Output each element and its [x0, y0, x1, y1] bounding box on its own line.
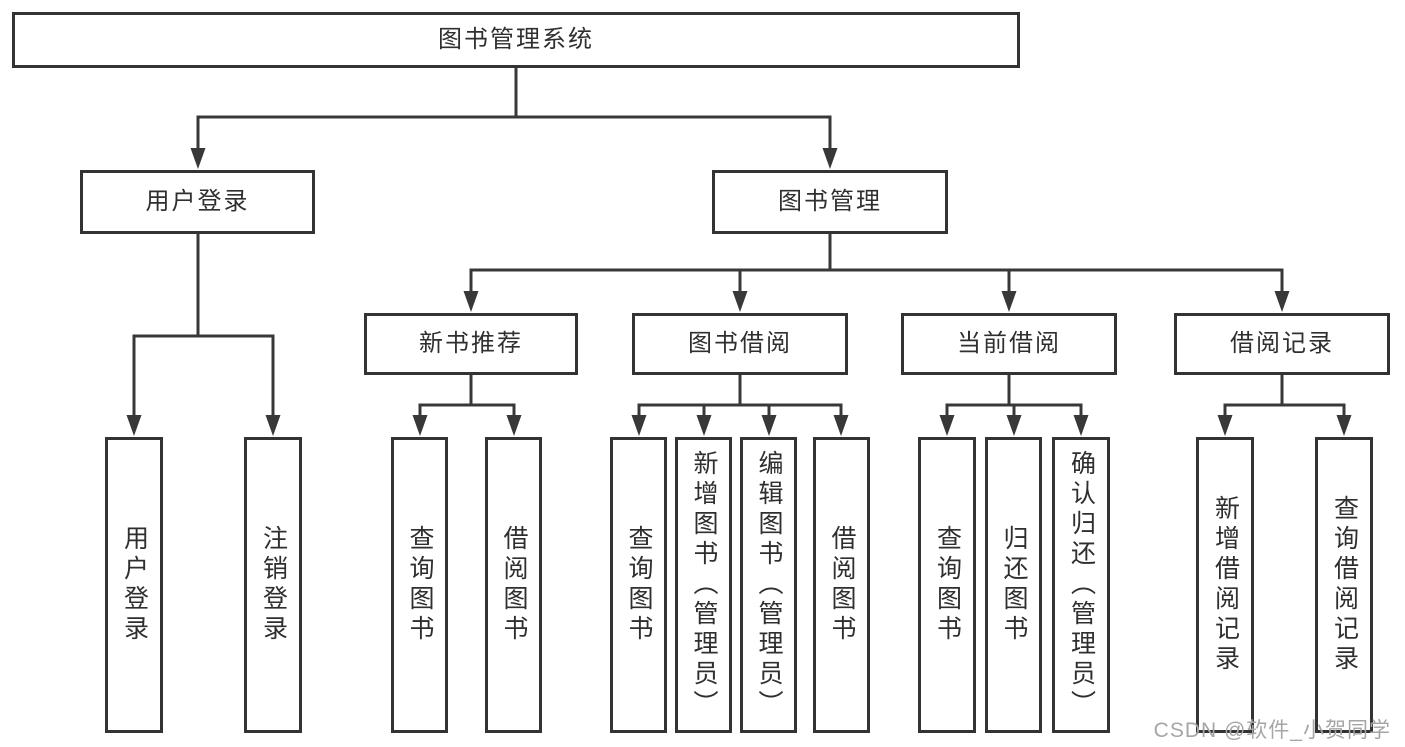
node-label-leaf-query-book-3: 查询图书: [933, 525, 962, 645]
node-new-book-recommend: 新书推荐: [364, 313, 578, 375]
node-leaf-logout: 注销登录: [244, 437, 302, 733]
node-leaf-add-book: 新增图书（管理员）: [675, 437, 732, 733]
node-root: 图书管理系统: [12, 12, 1020, 68]
node-user-login: 用户登录: [80, 170, 315, 234]
arrowhead-icon-root-1: [822, 148, 838, 169]
node-borrow-record: 借阅记录: [1174, 313, 1390, 375]
node-label-leaf-add-book: 新增图书（管理员）: [690, 450, 718, 720]
node-leaf-query-book-1: 查询图书: [391, 437, 448, 733]
node-label-leaf-borrow-book-2: 借阅图书: [828, 525, 856, 645]
arrowhead-icon-new-book-recommend-0: [412, 415, 428, 436]
arrowhead-icon-current-borrow-1: [1006, 415, 1022, 436]
node-leaf-add-borrow-record: 新增借阅记录: [1196, 437, 1254, 733]
node-label-leaf-add-borrow-record: 新增借阅记录: [1211, 495, 1240, 675]
node-label-user-login: 用户登录: [145, 188, 250, 215]
node-label-root: 图书管理系统: [438, 26, 594, 53]
arrowhead-icon-book-borrow-3: [833, 415, 849, 436]
node-label-leaf-borrow-book-1: 借阅图书: [500, 525, 528, 645]
node-leaf-return-book: 归还图书: [985, 437, 1042, 733]
arrowhead-icon-current-borrow-2: [1073, 415, 1089, 436]
arrowhead-icon-book-borrow-0: [631, 415, 647, 436]
node-label-leaf-query-book-1: 查询图书: [406, 525, 434, 645]
node-label-leaf-logout: 注销登录: [259, 525, 288, 645]
node-leaf-edit-book: 编辑图书（管理员）: [740, 437, 797, 733]
node-label-current-borrow: 当前借阅: [957, 330, 1061, 357]
node-label-leaf-confirm-return: 确认归还（管理员）: [1067, 450, 1096, 720]
node-leaf-user-login: 用户登录: [105, 437, 163, 733]
arrowhead-icon-book-management-3: [1274, 291, 1290, 312]
node-label-book-borrow: 图书借阅: [688, 330, 792, 357]
arrowhead-icon-borrow-record-0: [1217, 415, 1233, 436]
node-current-borrow: 当前借阅: [901, 313, 1117, 375]
arrowhead-icon-borrow-record-1: [1336, 415, 1352, 436]
node-label-borrow-record: 借阅记录: [1230, 330, 1334, 357]
node-label-new-book-recommend: 新书推荐: [419, 330, 523, 357]
node-leaf-query-borrow-record: 查询借阅记录: [1315, 437, 1373, 733]
node-book-borrow: 图书借阅: [632, 313, 848, 375]
node-label-book-management: 图书管理: [778, 188, 882, 215]
arrowhead-icon-book-management-0: [463, 291, 479, 312]
node-book-management: 图书管理: [712, 170, 948, 234]
node-label-leaf-edit-book: 编辑图书（管理员）: [755, 450, 783, 720]
arrowhead-icon-new-book-recommend-1: [506, 415, 522, 436]
node-leaf-borrow-book-1: 借阅图书: [485, 437, 542, 733]
arrowhead-icon-book-borrow-2: [761, 415, 777, 436]
node-label-leaf-return-book: 归还图书: [1000, 525, 1028, 645]
node-leaf-borrow-book-2: 借阅图书: [813, 437, 870, 733]
node-leaf-query-book-2: 查询图书: [610, 437, 667, 733]
arrowhead-icon-book-management-1: [732, 291, 748, 312]
node-label-leaf-user-login: 用户登录: [120, 525, 149, 645]
node-leaf-confirm-return: 确认归还（管理员）: [1052, 437, 1110, 733]
arrowhead-icon-user-login-0: [126, 415, 142, 436]
arrowhead-icon-current-borrow-0: [939, 415, 955, 436]
arrowhead-icon-root-0: [190, 148, 206, 169]
arrowhead-icon-book-borrow-1: [696, 415, 712, 436]
arrowhead-icon-user-login-1: [265, 415, 281, 436]
node-label-leaf-query-borrow-record: 查询借阅记录: [1330, 495, 1359, 675]
arrowhead-icon-book-management-2: [1001, 291, 1017, 312]
node-label-leaf-query-book-2: 查询图书: [625, 525, 653, 645]
node-leaf-query-book-3: 查询图书: [918, 437, 976, 733]
